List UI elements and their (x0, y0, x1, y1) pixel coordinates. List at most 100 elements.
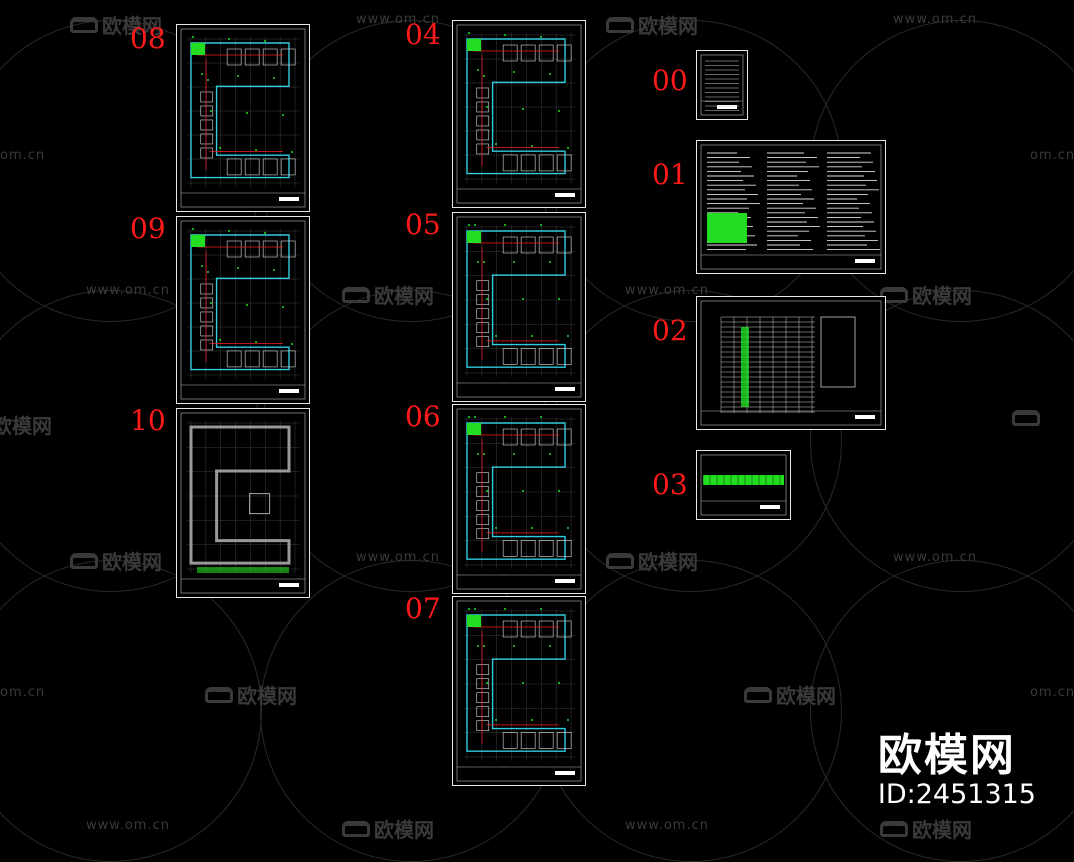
inner-frame (456, 408, 582, 590)
drawing-sheet-03[interactable] (696, 450, 791, 520)
fixture-mark (483, 75, 485, 77)
sheet-label: 02 (652, 314, 688, 347)
sheet-label: 08 (130, 22, 166, 55)
sheet-drawing (180, 28, 306, 208)
drawing-sheet-10[interactable] (176, 408, 310, 598)
building-outline (466, 38, 566, 175)
room (476, 308, 490, 319)
room (200, 283, 214, 295)
sofa-icon (744, 686, 772, 703)
legend-patch (467, 231, 481, 243)
sheet-drawing (456, 216, 582, 398)
circuit-line (473, 626, 559, 744)
fixture-mark (495, 143, 497, 145)
drawing-sheet-02[interactable] (696, 296, 886, 430)
fixture-mark (477, 645, 479, 647)
room (476, 706, 490, 717)
room (200, 105, 214, 117)
room (556, 428, 572, 446)
room (244, 48, 260, 66)
drawing-sheet-04[interactable] (452, 20, 586, 208)
room (476, 280, 490, 291)
title-block-text (717, 105, 737, 109)
room (226, 48, 242, 66)
legend-patch (191, 235, 205, 247)
room (262, 240, 278, 258)
room (476, 514, 490, 525)
room (476, 336, 490, 347)
fixture-mark (192, 36, 194, 38)
room (280, 240, 296, 258)
drawing-sheet-07[interactable] (452, 596, 586, 786)
room (556, 154, 572, 172)
fixture-mark (219, 339, 221, 341)
fixture-mark (567, 719, 569, 721)
watermark-url: om.cn (0, 685, 46, 700)
sheet-label: 01 (652, 158, 688, 191)
fixture-mark (540, 224, 542, 226)
circuit-line (473, 50, 559, 167)
legend-block (707, 213, 747, 243)
room (200, 133, 214, 145)
room (538, 348, 554, 365)
fixture-mark (228, 38, 230, 40)
fixture-mark (513, 645, 515, 647)
fixture-mark (474, 416, 476, 418)
inner-frame (456, 600, 582, 782)
drawing-sheet-09[interactable] (176, 216, 310, 404)
drawing-sheet-05[interactable] (452, 212, 586, 402)
room (476, 664, 490, 675)
inner-frame (180, 28, 306, 208)
fixture-mark (198, 42, 200, 44)
watermark-logo: 欧模网 (70, 546, 162, 575)
fixture-mark (558, 490, 560, 492)
building-outline (466, 230, 566, 368)
room (556, 236, 572, 254)
room (538, 620, 554, 638)
fixture-mark (474, 224, 476, 226)
watermark-logo: 欧模网 (880, 280, 972, 309)
room (476, 678, 490, 689)
brand-block: 欧模网 ID:2451315 (878, 719, 1036, 810)
room (200, 339, 214, 351)
inner-frame (700, 54, 744, 116)
sheet-label: 03 (652, 468, 688, 501)
watermark-url: om.cn (1030, 148, 1074, 163)
room (520, 540, 536, 557)
fixture-mark (531, 719, 533, 721)
sheet-drawing (700, 454, 787, 516)
watermark-url: www.om.cn (893, 12, 977, 27)
watermark-logo: 欧模网 (342, 814, 434, 843)
fixture-mark (549, 73, 551, 75)
inner-frame (700, 144, 882, 270)
room (476, 115, 490, 127)
title-block-text (279, 389, 299, 393)
room (520, 620, 536, 638)
fixture-mark (468, 32, 470, 34)
room (538, 428, 554, 446)
sheet-label: 10 (130, 404, 166, 437)
circuit-line (473, 434, 559, 552)
watermark-logo: 欧模网 (0, 414, 52, 438)
sheet-label: 07 (405, 592, 441, 625)
fixture-mark (474, 38, 476, 40)
fixture-mark (201, 73, 203, 75)
drawing-sheet-06[interactable] (452, 404, 586, 594)
room (476, 528, 490, 539)
fixture-mark (567, 147, 569, 149)
drawing-sheet-01[interactable] (696, 140, 886, 274)
drawing-sheet-08[interactable] (176, 24, 310, 212)
room (520, 236, 536, 254)
circuit-line (197, 246, 283, 363)
room (200, 297, 214, 309)
room (200, 147, 214, 159)
fixture-mark (558, 298, 560, 300)
watermark-url: www.om.cn (86, 818, 170, 833)
room (520, 44, 536, 62)
fixture-mark (474, 608, 476, 610)
drawing-sheet-00[interactable] (696, 50, 748, 120)
building-outline (466, 422, 566, 560)
watermark-url: www.om.cn (625, 818, 709, 833)
fixture-mark (495, 719, 497, 721)
room (556, 732, 572, 749)
